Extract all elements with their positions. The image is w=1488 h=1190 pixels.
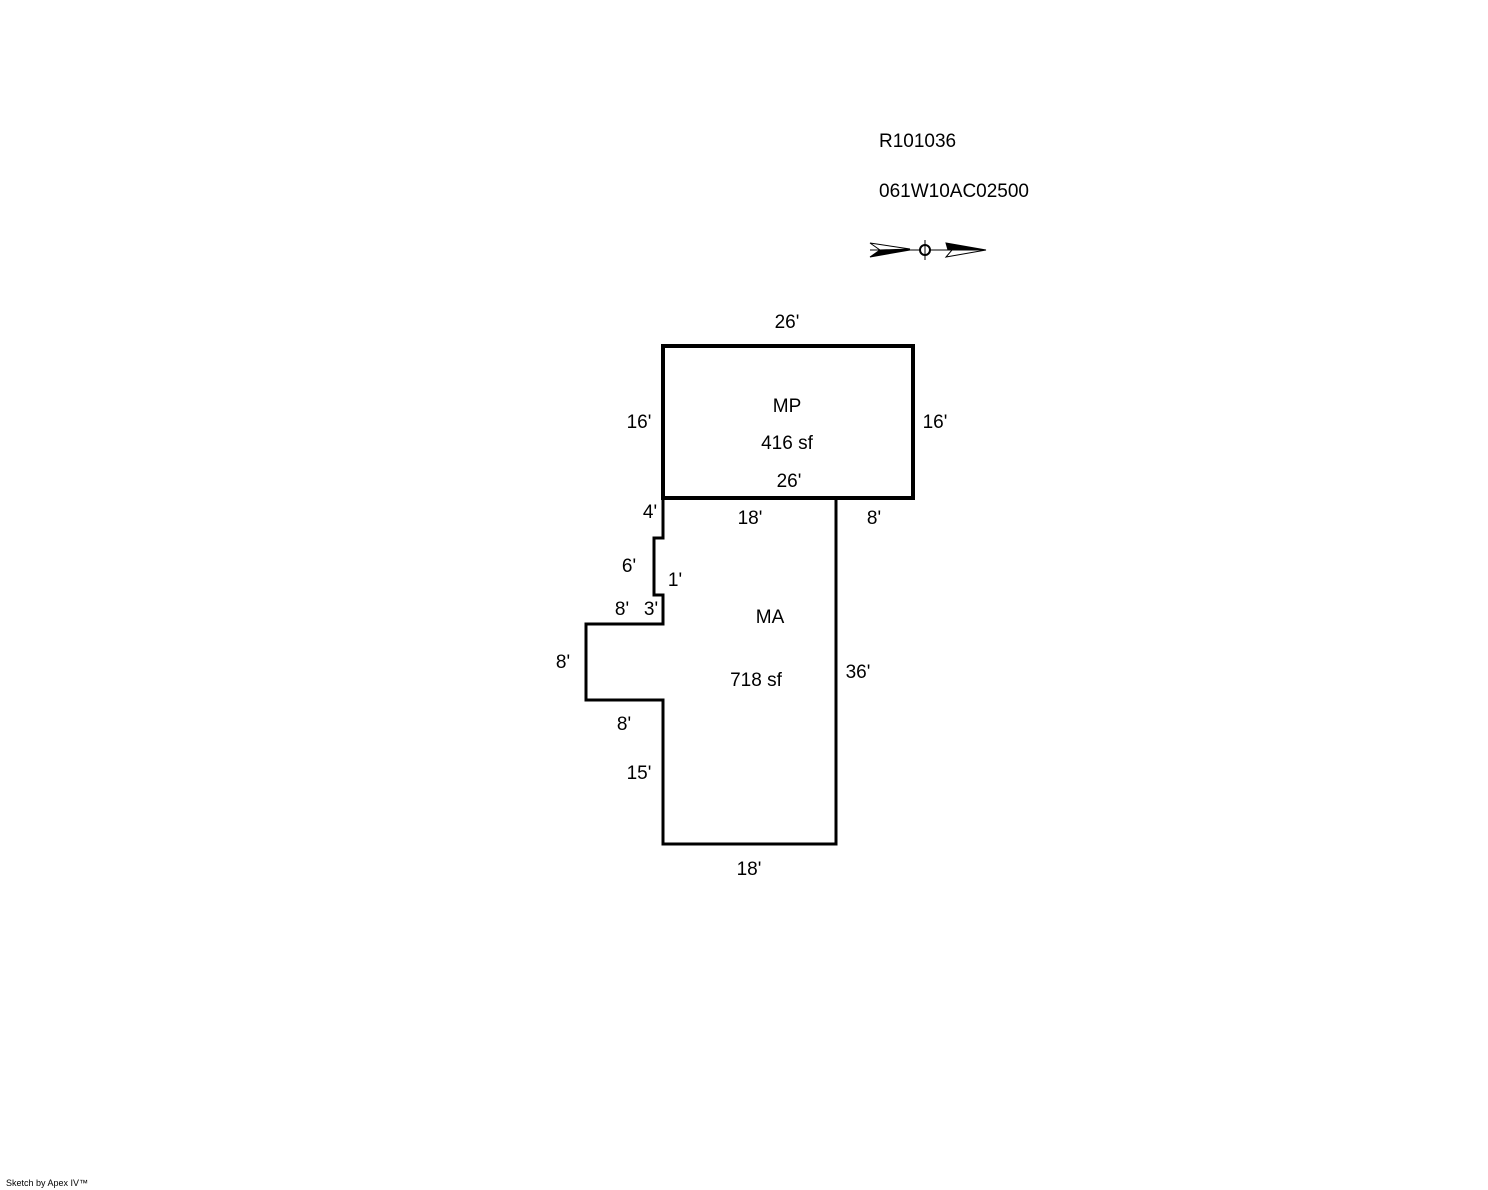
dim-mp-top: 26'	[775, 312, 800, 333]
dim-mp-left: 16'	[627, 412, 652, 433]
dim-ma-jog-width: 1'	[668, 570, 682, 591]
area-ma-code: MA	[756, 607, 785, 628]
dim-ma-left-lower: 15'	[627, 763, 652, 784]
dim-ma-bump-bottom: 8'	[617, 714, 631, 735]
account-id: R101036	[879, 131, 956, 152]
dim-ma-jog-bottom: 3'	[644, 599, 658, 620]
dim-ma-bump-side: 8'	[556, 652, 570, 673]
area-mp-size: 416 sf	[761, 433, 813, 454]
dim-mp-right: 16'	[923, 412, 948, 433]
area-ma-outline	[584, 496, 838, 846]
area-ma-size: 718 sf	[730, 670, 782, 691]
footer-credit: Sketch by Apex IV™	[6, 1178, 89, 1188]
dim-ma-right: 36'	[846, 662, 871, 683]
north-arrow-icon	[869, 240, 987, 260]
dim-ma-bump-top: 8'	[615, 599, 629, 620]
map-tax-lot: 061W10AC02500	[879, 181, 1029, 202]
dim-ma-bottom: 18'	[737, 859, 762, 880]
dim-ma-left-upper: 4'	[643, 502, 657, 523]
dim-mp-overhang: 8'	[867, 508, 881, 529]
dim-mp-bottom: 26'	[777, 471, 802, 492]
dim-ma-top: 18'	[738, 508, 763, 529]
dim-ma-jog-left: 6'	[622, 556, 636, 577]
area-mp-code: MP	[773, 396, 802, 417]
